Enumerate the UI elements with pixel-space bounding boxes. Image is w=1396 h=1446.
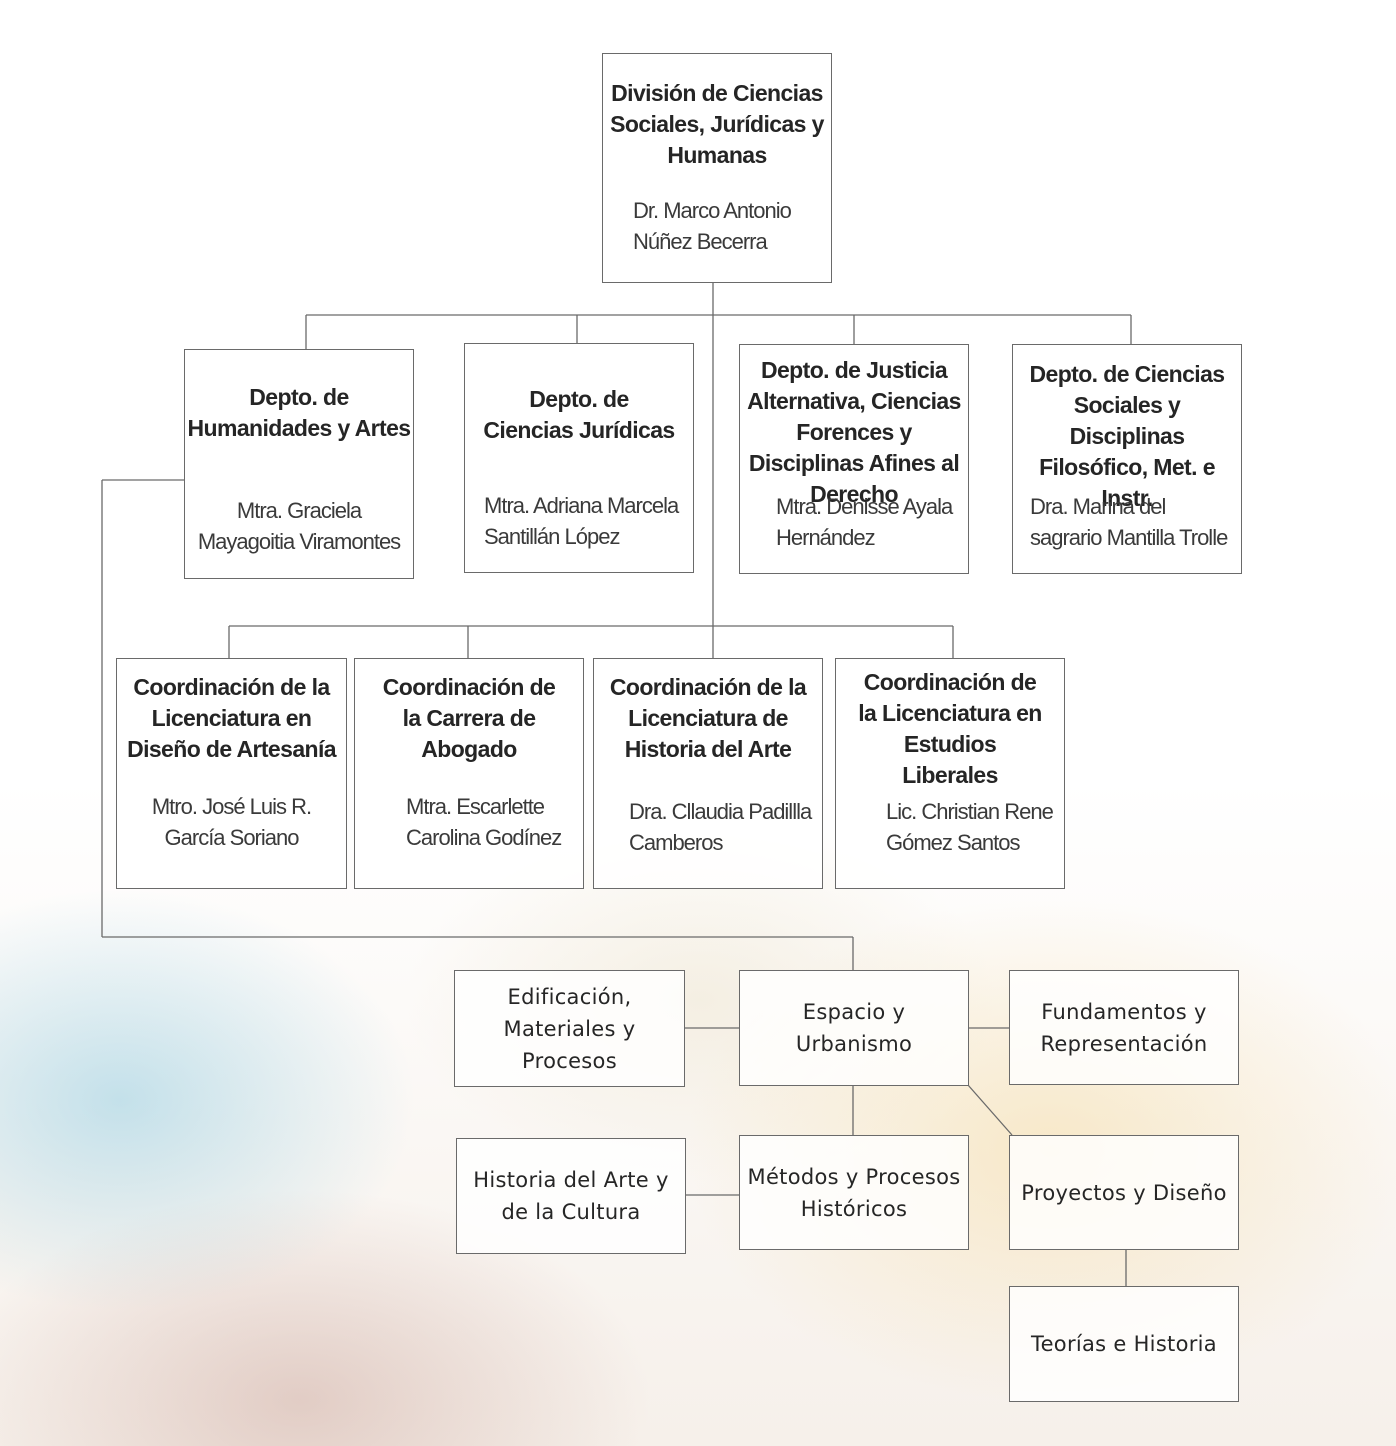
coordination-title: Coordinación de la Licenciatura en Estud…	[858, 669, 1042, 788]
coordination-head: Mtra. Escarlette Carolina Godínez	[406, 794, 562, 850]
coordination-box-historia-arte: Coordinación de la Licenciatura de Histo…	[593, 658, 823, 889]
department-box-juridicas: Depto. de Ciencias Jurídicas Mtra. Adria…	[464, 343, 694, 573]
coordination-head: Mtro. José Luis R. García Soriano	[151, 794, 312, 850]
subject-label: Historia del Arte y de la Cultura	[473, 1168, 669, 1224]
department-box-sociales: Depto. de Ciencias Sociales y Disciplina…	[1012, 344, 1242, 574]
subject-box-edificacion: Edificación, Materiales y Procesos	[454, 970, 685, 1087]
subject-label: Espacio y Urbanismo	[795, 1000, 913, 1056]
subject-box-espacio: Espacio y Urbanismo	[739, 970, 969, 1086]
coordination-head: Dra. Cllaudia Padillla Camberos	[629, 799, 812, 855]
department-title: Depto. de Humanidades y Artes	[187, 384, 412, 441]
subject-box-historia-arte: Historia del Arte y de la Cultura	[456, 1138, 686, 1254]
department-head: Mtra. Graciela Mayagoitia Viramontes	[197, 498, 401, 554]
subject-label: Fundamentos y Representación	[1040, 999, 1208, 1056]
subject-label: Edificación, Materiales y Procesos	[503, 984, 636, 1073]
coordination-head: Lic. Christian Rene Gómez Santos	[886, 799, 1054, 855]
department-box-humanidades: Depto. de Humanidades y Artes Mtra. Grac…	[184, 349, 414, 579]
coordination-title: Coordinación de la Licenciatura de Histo…	[609, 674, 807, 762]
coordination-title: Coordinación de la Carrera de Abogado	[382, 674, 556, 762]
subject-label: Teorías e Historia	[1031, 1332, 1217, 1356]
subject-box-teorias: Teorías e Historia	[1009, 1286, 1239, 1402]
subject-box-metodos: Métodos y Procesos Históricos	[739, 1135, 969, 1250]
coordination-box-artesania: Coordinación de la Licenciatura en Diseñ…	[116, 658, 347, 889]
department-title: Depto. de Ciencias Sociales y Disciplina…	[1029, 361, 1226, 511]
division-head: Dr. Marco Antonio Núñez Becerra	[633, 198, 792, 254]
division-title: División de Ciencias Sociales, Jurídicas…	[610, 80, 824, 168]
department-title: Depto. de Ciencias Jurídicas	[483, 386, 675, 443]
department-head: Mtra. Denisse Ayala Hernández	[776, 494, 953, 550]
coordination-box-estudios-liberales: Coordinación de la Licenciatura en Estud…	[835, 658, 1065, 889]
department-head: Mtra. Adriana Marcela Santillán López	[484, 493, 679, 549]
division-box: División de Ciencias Sociales, Jurídicas…	[602, 53, 832, 283]
subject-box-proyectos: Proyectos y Diseño	[1009, 1135, 1239, 1250]
subject-label: Métodos y Procesos Históricos	[747, 1164, 961, 1221]
coordination-title: Coordinación de la Licenciatura en Diseñ…	[127, 674, 336, 762]
subject-label: Proyectos y Diseño	[1021, 1180, 1227, 1205]
department-title: Depto. de Justicia Alternativa, Ciencias…	[747, 357, 961, 507]
subject-box-fundamentos: Fundamentos y Representación	[1009, 970, 1239, 1085]
department-box-justicia: Depto. de Justicia Alternativa, Ciencias…	[739, 344, 969, 574]
department-head: Dra. Marina del sagrario Mantilla Trolle	[1030, 494, 1228, 550]
coordination-box-abogado: Coordinación de la Carrera de Abogado Mt…	[354, 658, 584, 889]
